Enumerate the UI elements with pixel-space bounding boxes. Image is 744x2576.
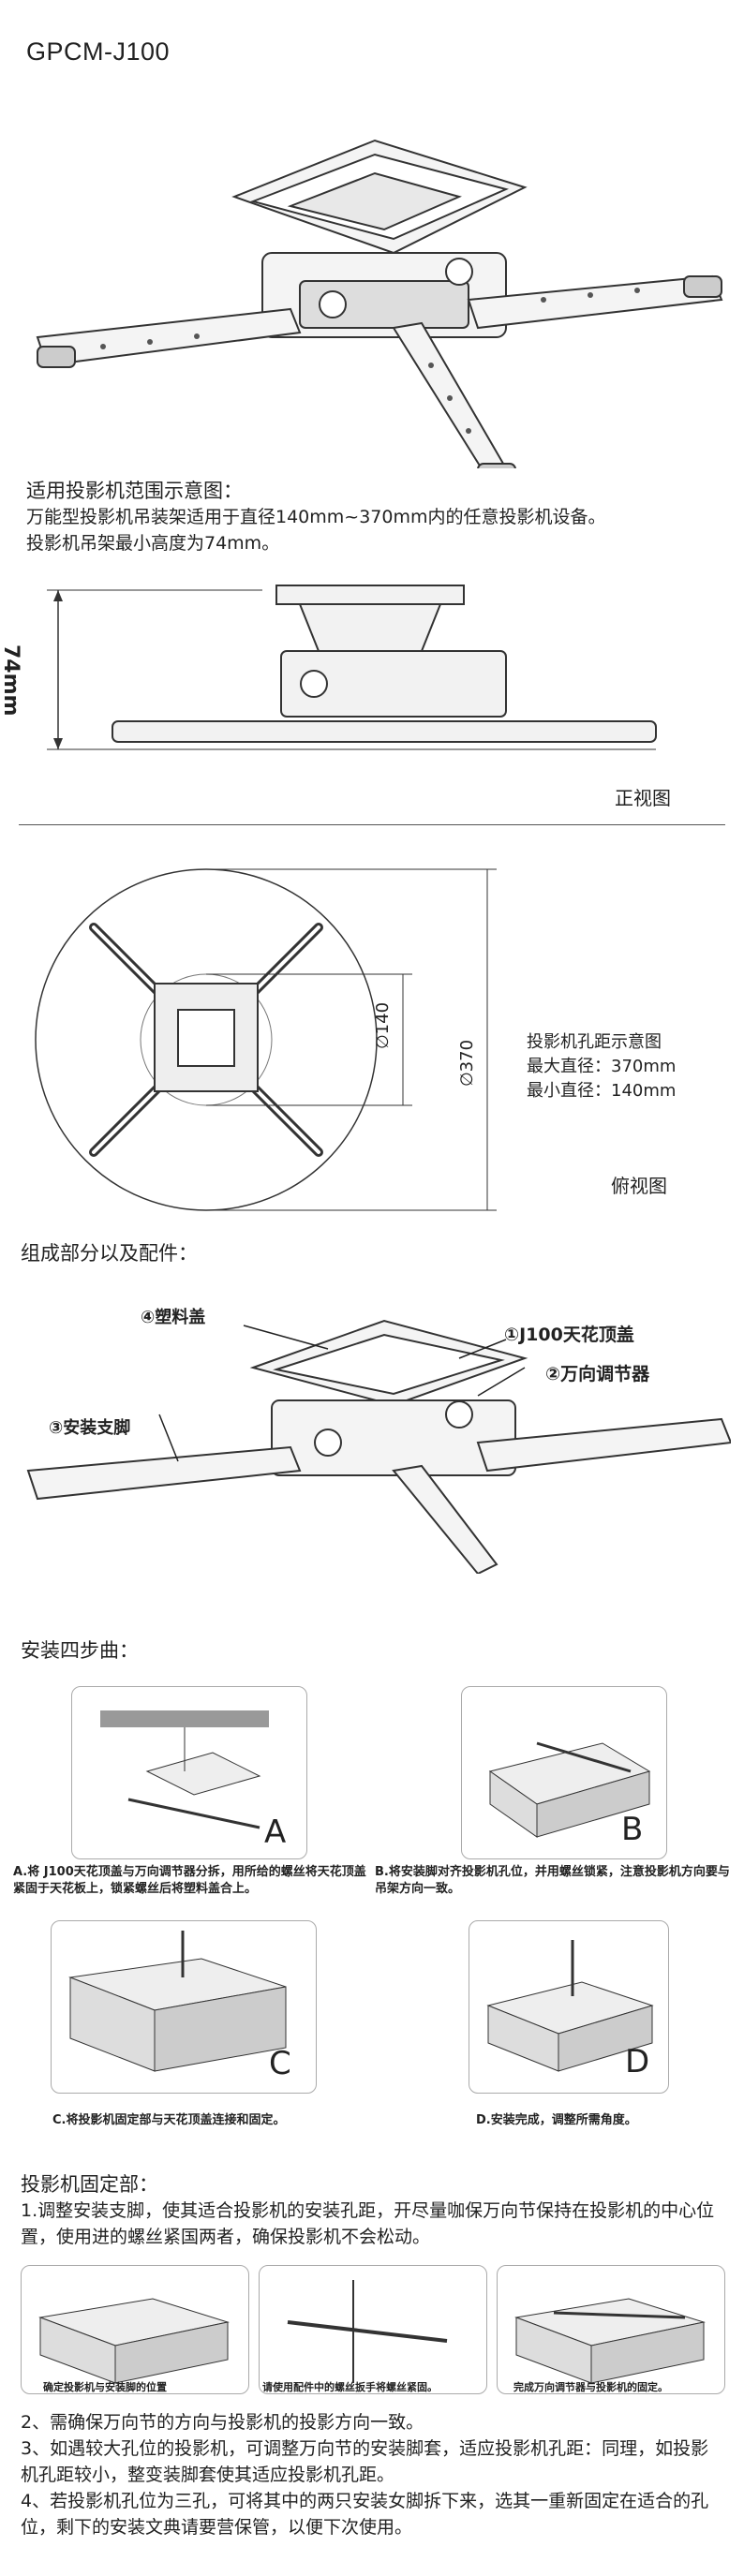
step-a-text: A.将 J100天花顶盖与万向调节器分拆，用所给的螺丝将天花顶盖紧固于天花板上，… [13, 1865, 366, 1896]
fixing-point-3: 3、如遇较大孔位的投影机，可调整万向节的安装脚套，适应投影机孔距：同理，如投影机… [21, 2438, 709, 2485]
fix-caption-1: 确定投影机与安装脚的位置 [43, 2381, 167, 2393]
front-view-caption: 正视图 [615, 787, 671, 809]
fix-caption-3: 完成万向调节器与投影机的固定。 [513, 2381, 668, 2393]
product-title: GPCM-J100 [26, 37, 171, 66]
range-line-2: 投影机吊架最小高度为74mm。 [26, 533, 280, 554]
max-diameter: 最大直径：370mm [527, 1057, 677, 1076]
dimension-370: ∅370 [457, 1039, 477, 1087]
parts-heading: 组成部分以及配件： [21, 1242, 198, 1265]
part-ceiling-plate: ①J100天花顶盖 [504, 1325, 634, 1345]
fix-illustration-2 [287, 2280, 448, 2383]
step-c-panel: C [51, 1920, 317, 2094]
part-plastic-cover: ④塑料盖 [141, 1308, 206, 1327]
top-view-drawing [35, 868, 497, 1211]
part-mounting-legs: ③安装支脚 [49, 1418, 131, 1438]
height-dimension: 74mm [0, 644, 22, 717]
step-d-illustration [486, 1940, 654, 2072]
front-view-drawing [47, 585, 657, 750]
fix-illustration-1 [38, 2298, 230, 2384]
top-view-caption: 俯视图 [611, 1175, 667, 1197]
fix-caption-2: 请使用配件中的螺丝扳手将螺丝紧固。 [262, 2381, 438, 2393]
hole-spacing-title: 投影机孔距示意图 [527, 1032, 662, 1052]
step-a-letter: A [264, 1814, 287, 1851]
fixing-point-1: 1.调整安装支脚，使其适合投影机的安装孔距，开尽量咖保万向节保持在投影机的中心位… [21, 2200, 715, 2247]
step-c-letter: C [269, 2045, 291, 2082]
step-d-letter: D [625, 2043, 650, 2080]
fixing-point-2: 2、需确保万向节的方向与投影机的投影方向一致。 [21, 2412, 424, 2433]
step-b-illustration [488, 1741, 651, 1838]
step-b-letter: B [621, 1811, 644, 1848]
range-line-1: 万能型投影机吊装架适用于直径140mm~370mm内的任意投影机设备。 [26, 507, 606, 527]
step-d-panel: D [469, 1920, 669, 2094]
min-diameter: 最小直径：140mm [527, 1081, 677, 1101]
range-heading: 适用投影机范围示意图： [26, 480, 243, 502]
parts-illustration [26, 1319, 731, 1574]
fixing-point-4: 4、若投影机孔位为三孔，可将其中的两只安装女脚拆下来，选其一重新固定在适合的孔位… [21, 2491, 709, 2538]
steps-heading: 安装四步曲： [21, 1639, 139, 1662]
dimension-140: ∅140 [373, 1001, 393, 1049]
step-c-text: C.将投影机固定部与天花顶盖连接和固定。 [52, 2113, 286, 2127]
fix-panel-3 [497, 2265, 725, 2394]
fix-panel-2 [259, 2265, 487, 2394]
step-b-panel: B [461, 1686, 667, 1859]
step-c-illustration [68, 1931, 287, 2072]
step-a-illustration [100, 1710, 269, 1829]
part-universal-adjuster: ②万向调节器 [545, 1364, 650, 1384]
fix-panel-1 [21, 2265, 249, 2394]
divider [19, 824, 725, 825]
step-b-text: B.将安装脚对齐投影机孔位，并用螺丝锁紧，注意投影机方向要与吊架方向一致。 [375, 1865, 730, 1896]
fixing-heading: 投影机固定部： [21, 2173, 158, 2196]
step-d-text: D.安装完成，调整所需角度。 [476, 2113, 637, 2127]
fix-illustration-3 [514, 2298, 706, 2384]
step-a-panel: A [71, 1686, 307, 1859]
mount-hero-illustration [36, 139, 723, 468]
